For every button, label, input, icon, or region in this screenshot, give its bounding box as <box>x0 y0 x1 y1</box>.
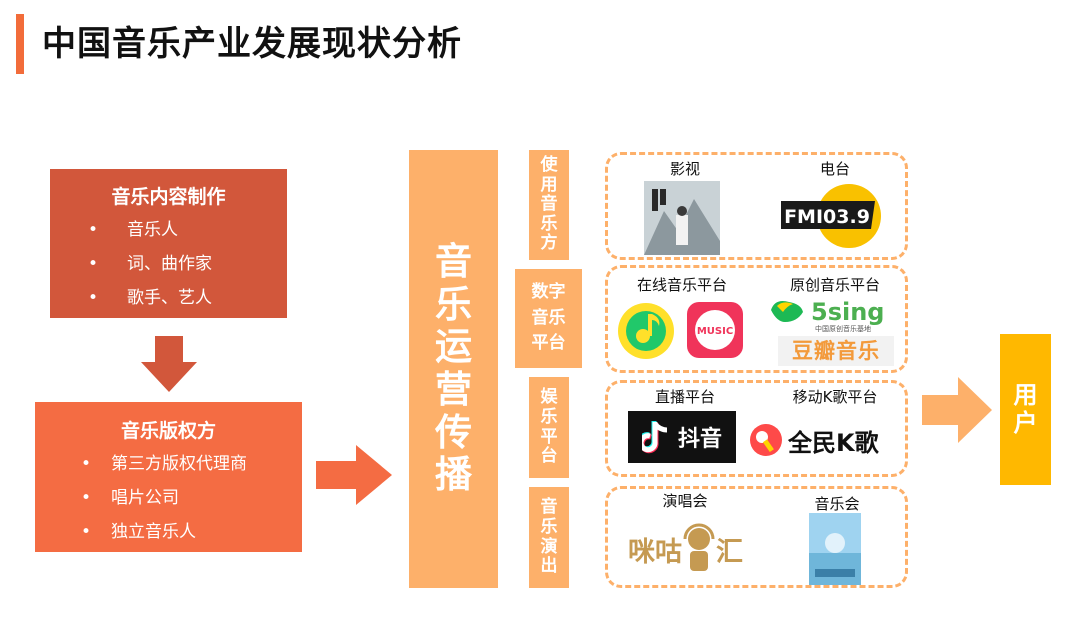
rights-owner-heading: 音乐版权方 <box>120 420 216 442</box>
label-film-tv: 影视 <box>669 160 700 178</box>
arrow-to-users-icon <box>922 377 992 443</box>
rights-owner-list: •第三方版权代理商 •唱片公司 •独立音乐人 <box>35 447 302 549</box>
label-live-streaming: 直播平台 <box>654 388 715 406</box>
title-accent-bar <box>16 14 24 74</box>
category-music-users: 使用音乐方 <box>529 150 569 260</box>
quanmin-kge-logo: 全民K歌 <box>748 416 898 464</box>
label-concert: 演唱会 <box>662 492 708 510</box>
fm-radio-logo: FMI03.9 <box>781 184 881 248</box>
svg-text:MUSIC: MUSIC <box>697 326 733 337</box>
label-classical-concert: 音乐会 <box>814 495 860 513</box>
users-column: 用 户 <box>1000 334 1051 485</box>
douban-music-logo: 豆瓣音乐 <box>778 336 894 366</box>
label-online-music-platform: 在线音乐平台 <box>636 276 727 294</box>
platform-group-entertainment <box>605 380 908 477</box>
platform-group-performance <box>605 486 908 588</box>
qq-music-icon <box>618 303 674 359</box>
music-operation-column: 音 乐 运 营 传 播 <box>409 150 498 588</box>
headphone-figure-icon <box>683 523 715 571</box>
list-item: •独立音乐人 <box>81 522 196 542</box>
list-item: •第三方版权代理商 <box>81 454 247 474</box>
migu-logo: 咪咕 汇 <box>628 520 760 578</box>
5sing-logo: 5sing 中国原创音乐基地 <box>771 298 884 333</box>
platform-group-digital <box>605 265 908 373</box>
content-creation-heading: 音乐内容制作 <box>111 186 226 208</box>
music-app-icon: MUSIC <box>687 302 743 358</box>
category-digital-music-platform: 数字音乐平台 <box>515 269 582 368</box>
concert-poster-image <box>809 513 861 585</box>
label-mobile-karaoke: 移动K歌平台 <box>792 388 878 406</box>
right-arrow-icon <box>316 445 392 505</box>
douyin-note-icon <box>641 421 668 454</box>
svg-text:中国原创音乐基地: 中国原创音乐基地 <box>815 324 871 333</box>
list-item: •音乐人 <box>88 220 178 240</box>
svg-text:5sing: 5sing <box>811 298 884 326</box>
page-title: 中国音乐产业发展现状分析 <box>42 24 462 64</box>
label-original-music-platform: 原创音乐平台 <box>789 276 880 294</box>
list-item: •唱片公司 <box>81 488 179 508</box>
platform-group-usage <box>605 152 908 260</box>
list-item: •歌手、艺人 <box>88 288 212 308</box>
film-poster-image <box>644 181 720 255</box>
down-arrow-icon <box>141 336 197 392</box>
category-music-performance: 音乐演出 <box>529 487 569 588</box>
content-creation-list: •音乐人 •词、曲作家 •歌手、艺人 <box>50 213 287 315</box>
rights-owner-box: 音乐版权方 •第三方版权代理商 •唱片公司 •独立音乐人 <box>35 402 302 552</box>
label-radio: 电台 <box>819 160 850 178</box>
kge-icon <box>750 424 782 456</box>
content-creation-box: 音乐内容制作 •音乐人 •词、曲作家 •歌手、艺人 <box>50 169 287 318</box>
svg-text:FMI03.9: FMI03.9 <box>784 206 870 228</box>
douyin-logo: 抖音 <box>628 411 736 463</box>
list-item: •词、曲作家 <box>88 254 212 274</box>
category-entertainment-platform: 娱乐平台 <box>529 377 569 478</box>
